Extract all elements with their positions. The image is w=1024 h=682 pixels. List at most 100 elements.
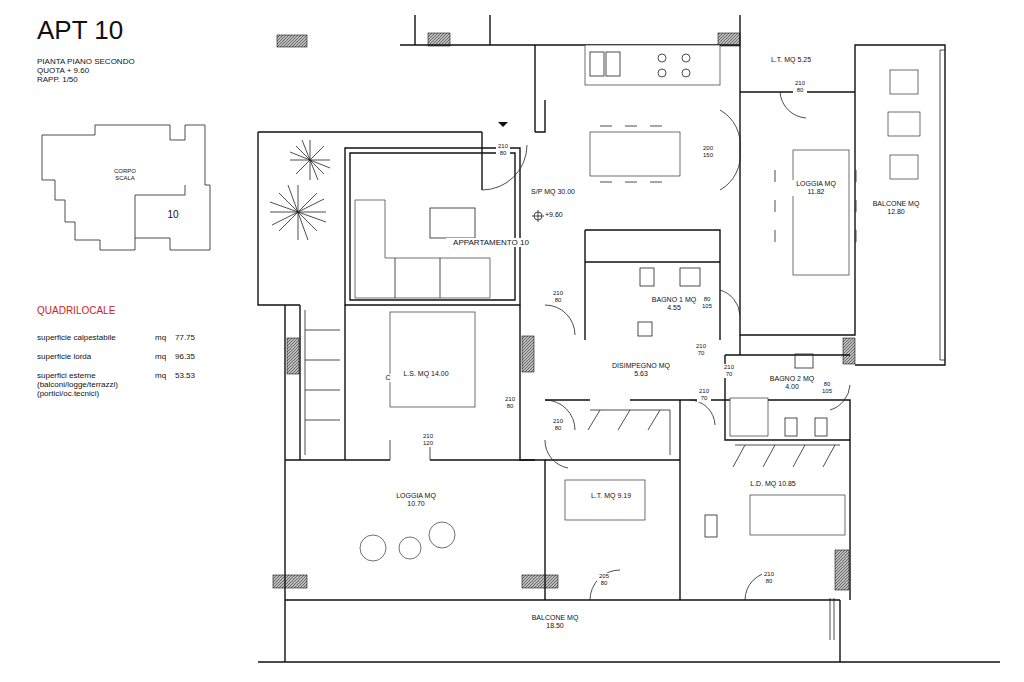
armchair bbox=[360, 535, 386, 561]
plan-note: QUOTA + 9.60 bbox=[37, 66, 187, 75]
area-value: 77.75 bbox=[175, 333, 215, 342]
entry-mark bbox=[498, 122, 508, 127]
hob bbox=[682, 54, 690, 62]
room-label: L.D. MQ 10.85 bbox=[748, 480, 798, 488]
column bbox=[835, 550, 849, 590]
door-swing bbox=[545, 440, 568, 468]
area-name: superficie calpestabile bbox=[37, 333, 152, 342]
door-swing bbox=[720, 110, 740, 190]
door-size: 210 80 bbox=[503, 396, 517, 410]
fixture bbox=[638, 322, 652, 336]
door-swing bbox=[545, 305, 575, 335]
key-label: 10 bbox=[166, 209, 180, 221]
sofa-cushions bbox=[395, 258, 440, 298]
room-label: BALCONE MQ 18.50 bbox=[523, 614, 587, 630]
bed bbox=[390, 312, 475, 407]
room-label: L.T. MQ 9.19 bbox=[588, 492, 634, 500]
dining-table bbox=[590, 132, 680, 176]
railing bbox=[830, 598, 834, 640]
area-name: superficie lorda bbox=[37, 352, 152, 361]
loggia-table bbox=[793, 150, 849, 275]
wall bbox=[258, 132, 545, 662]
room-label: BALCONE MQ 12.80 bbox=[866, 200, 926, 216]
column bbox=[428, 33, 450, 46]
room-label: C bbox=[384, 374, 392, 382]
coffee-table bbox=[430, 208, 475, 238]
door-size: 210 80 bbox=[551, 418, 565, 432]
door-size: 210 70 bbox=[722, 364, 736, 378]
chairs bbox=[775, 170, 856, 242]
door-swing bbox=[690, 400, 715, 425]
railing bbox=[940, 50, 945, 360]
area-value: 96.35 bbox=[175, 352, 215, 361]
key-plan bbox=[42, 125, 210, 250]
door-size: 210 80 bbox=[762, 571, 776, 585]
bed bbox=[565, 480, 645, 520]
door-size: 210 70 bbox=[694, 343, 708, 357]
area-unit: mq bbox=[155, 371, 171, 380]
wall bbox=[345, 148, 520, 305]
door-size: 80 105 bbox=[820, 381, 834, 395]
column bbox=[522, 336, 534, 372]
plant bbox=[270, 185, 326, 240]
wardrobe bbox=[305, 310, 340, 455]
area-unit: mq bbox=[155, 333, 171, 342]
fixture bbox=[785, 418, 797, 436]
kitchen-counter bbox=[585, 45, 720, 85]
room-label: LOGGIA MQ 10.70 bbox=[388, 492, 444, 508]
fixture bbox=[815, 418, 827, 436]
plan-note: RAPP. 1/50 bbox=[37, 75, 187, 84]
door-size: 210 120 bbox=[420, 433, 436, 447]
fixture bbox=[795, 354, 813, 368]
level-mark bbox=[532, 210, 544, 222]
sink bbox=[606, 52, 620, 76]
level-label: +9.60 bbox=[545, 211, 569, 219]
column bbox=[843, 338, 855, 364]
bed bbox=[750, 495, 845, 535]
door-swing bbox=[720, 290, 740, 315]
plan-note: PIANTA PIANO SECONDO bbox=[37, 57, 187, 66]
lounger bbox=[888, 112, 920, 136]
lounger bbox=[890, 70, 918, 94]
room-label: L.T. MQ 5.25 bbox=[770, 56, 812, 64]
chairs bbox=[600, 126, 662, 182]
door-size: 210 80 bbox=[496, 143, 510, 157]
door-size: 210 80 bbox=[793, 80, 807, 94]
armchair bbox=[429, 522, 455, 548]
wall bbox=[258, 45, 545, 190]
door-size: 200 150 bbox=[700, 145, 716, 159]
room-label: BAGNO 2 MQ 4.00 bbox=[768, 375, 816, 391]
key-label: CORPO SCALA bbox=[108, 168, 142, 182]
door-size: 210 80 bbox=[551, 290, 565, 304]
wall bbox=[545, 335, 850, 600]
column bbox=[287, 338, 299, 374]
hob bbox=[658, 69, 666, 77]
column bbox=[718, 33, 740, 46]
area-value: 53.53 bbox=[175, 371, 215, 380]
hob bbox=[658, 54, 666, 62]
key-plan-unit bbox=[135, 185, 185, 238]
shower bbox=[730, 398, 768, 436]
room-label: S/P MQ 30.00 bbox=[528, 188, 578, 196]
column bbox=[273, 575, 307, 588]
sink bbox=[590, 52, 604, 76]
wall bbox=[585, 230, 720, 340]
room-label: LOGGIA MQ 11.82 bbox=[790, 180, 842, 196]
door-size: 80 105 bbox=[700, 296, 714, 310]
column bbox=[277, 35, 307, 47]
page-title: APT 10 bbox=[37, 16, 197, 46]
door-swing bbox=[780, 92, 806, 118]
room-label: L.S. MQ 14.00 bbox=[398, 370, 454, 378]
apartment-type: QUADRILOCALE bbox=[37, 305, 157, 317]
room-label: APPARTAMENTO 10 bbox=[446, 238, 536, 247]
area-name: superfici esterne (balconi/logge/terrazz… bbox=[37, 371, 149, 399]
plant bbox=[290, 140, 330, 180]
room-label: DISIMPEGNO MQ 5.63 bbox=[612, 362, 670, 378]
door-size: 205 80 bbox=[597, 573, 611, 587]
area-unit: mq bbox=[155, 352, 171, 361]
column bbox=[522, 575, 558, 588]
wall bbox=[258, 460, 1000, 662]
wardrobe bbox=[733, 445, 840, 467]
